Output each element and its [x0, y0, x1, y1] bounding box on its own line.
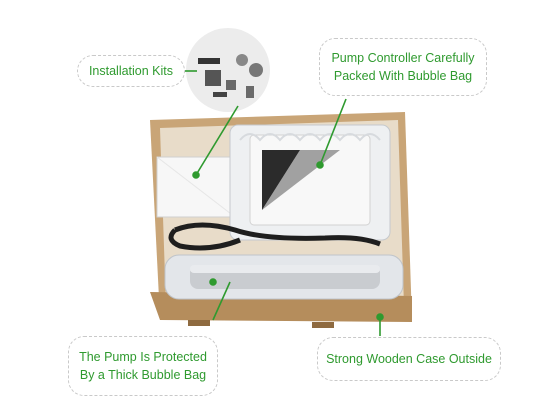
controller-text-line1: Pump Controller Carefully [331, 51, 475, 65]
parts-kit-image [186, 28, 270, 112]
callout-lines [185, 70, 384, 336]
pump-image [164, 254, 404, 300]
controller-text-line2: Packed With Bubble Bag [333, 69, 473, 83]
wooden-case-text: Strong Wooden Case Outside [326, 352, 492, 366]
white-box-image [156, 156, 236, 218]
pump-protection-label: The Pump Is Protected By a Thick Bubble … [68, 336, 218, 396]
cable-image [168, 222, 381, 251]
controller-label: Pump Controller Carefully Packed With Bu… [319, 38, 487, 96]
pump-text-line2: By a Thick Bubble Bag [79, 368, 207, 382]
controller-image [229, 124, 391, 241]
pump-text-line1: The Pump Is Protected [79, 350, 207, 364]
installation-kits-label: Installation Kits [77, 55, 185, 87]
installation-kits-text: Installation Kits [88, 64, 174, 78]
wooden-case-label: Strong Wooden Case Outside [317, 337, 501, 381]
